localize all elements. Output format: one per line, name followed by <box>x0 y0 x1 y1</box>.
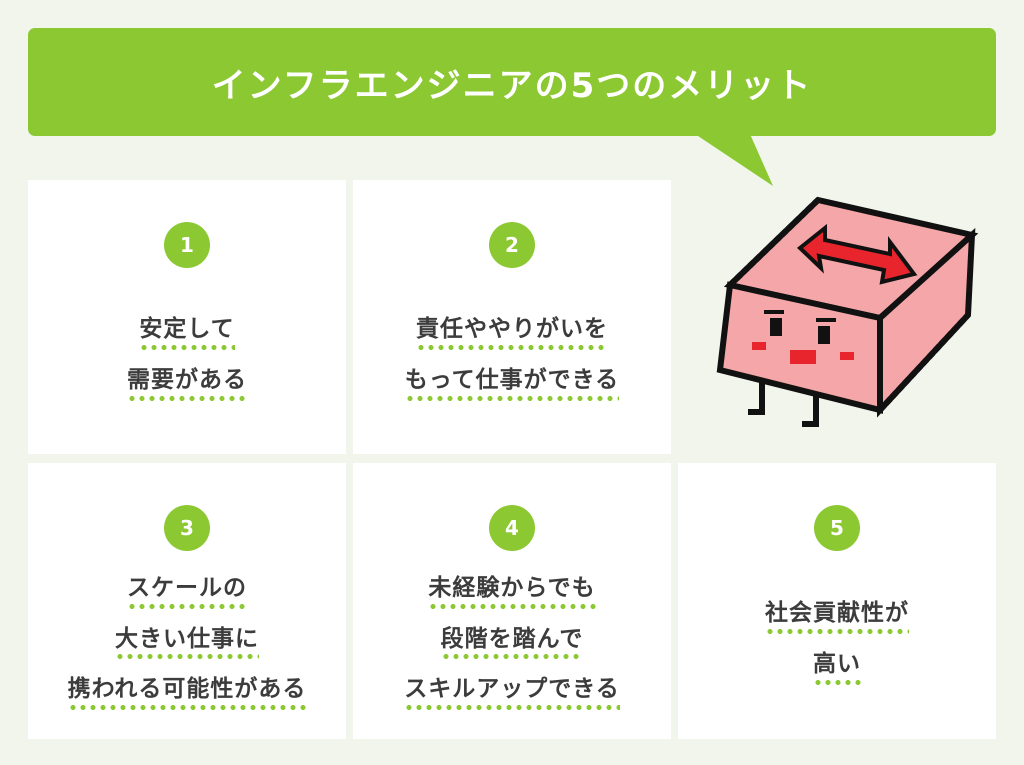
merit-text-line: 需要がある <box>127 367 247 402</box>
mascot-left-leg <box>748 380 765 415</box>
merit-card-4: 4 未経験からでも 段階を踏んで スキルアップできる <box>353 463 671 739</box>
merit-text-line: 高い <box>813 651 861 686</box>
merit-text-line: スキルアップできる <box>404 676 620 711</box>
merit-text-line: 大きい仕事に <box>114 625 259 661</box>
merit-card-2: 2 責任ややりがいを もって仕事ができる <box>353 180 671 454</box>
mascot-right-leg <box>802 392 819 427</box>
merit-text-line: スケールの <box>126 575 247 610</box>
number-badge: 3 <box>164 505 210 551</box>
merit-card-3: 3 スケールの 大きい仕事に 携われる可能性がある <box>28 463 346 739</box>
merit-text-line: 段階を踏んで <box>440 625 584 661</box>
merit-text-line: 安定して <box>139 316 235 351</box>
merit-text-line: 未経験からでも <box>428 575 596 610</box>
number-badge: 2 <box>489 222 535 268</box>
merit-card-1: 1 安定して 需要がある <box>28 180 346 454</box>
mascot-left-cheek <box>752 342 766 350</box>
mascot-right-eye <box>818 326 830 344</box>
mascot-left-eye <box>770 318 782 336</box>
number-badge: 1 <box>164 222 210 268</box>
mascot-right-cheek <box>840 352 854 360</box>
merit-text-line: 責任ややりがいを <box>415 316 608 351</box>
merit-text-line: 社会貢献性が <box>765 600 909 635</box>
double-arrow-icon <box>796 223 918 285</box>
number-badge: 4 <box>489 505 535 551</box>
server-mascot-illustration <box>716 196 979 427</box>
merit-text-line: もって仕事ができる <box>404 367 620 402</box>
page-title: インフラエンジニアの5つのメリット <box>211 65 813 106</box>
merit-text-line: 携われる可能性がある <box>67 676 307 711</box>
title-banner: インフラエンジニアの5つのメリット <box>28 28 996 136</box>
speech-bubble-tail <box>695 134 773 186</box>
number-badge: 5 <box>814 505 860 551</box>
merit-card-5: 5 社会貢献性が 高い <box>678 463 996 739</box>
mascot-mouth <box>790 350 816 364</box>
